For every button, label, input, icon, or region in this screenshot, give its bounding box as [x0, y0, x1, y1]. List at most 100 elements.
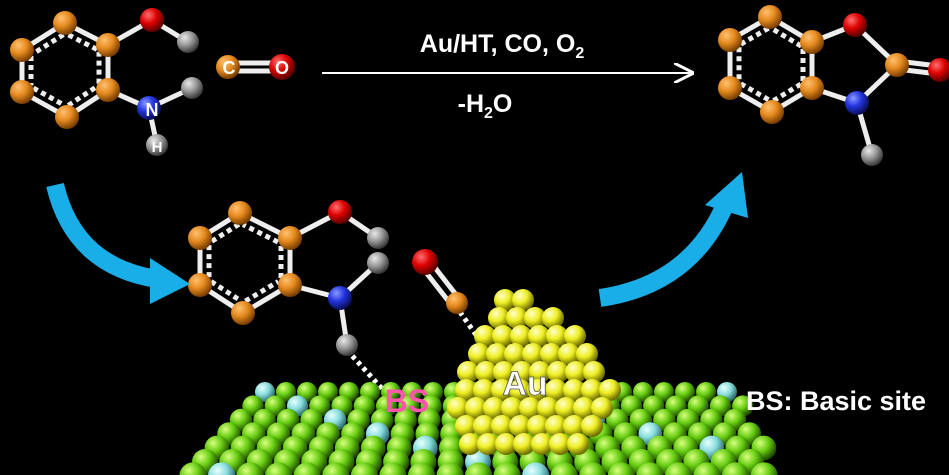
gold-atom — [492, 325, 514, 347]
atom-C — [10, 80, 34, 104]
atom-C — [53, 11, 77, 35]
gold-atom — [527, 379, 549, 401]
atom-C — [188, 226, 212, 250]
gold-atom — [581, 415, 603, 437]
support-atom — [722, 462, 750, 475]
support-atom — [379, 462, 407, 475]
support-atom — [293, 462, 321, 475]
gold-atom — [540, 343, 562, 365]
gold-atom — [491, 415, 513, 437]
atom-O — [269, 54, 295, 80]
basic-site-atom — [522, 462, 550, 475]
atom-H — [367, 252, 389, 274]
gold-atom — [455, 415, 477, 437]
support-atom — [265, 462, 293, 475]
atom-C — [228, 201, 252, 225]
aromatic-bond — [209, 222, 241, 244]
atom-C — [216, 55, 240, 79]
gold-atom — [486, 343, 508, 365]
gold-atom — [522, 343, 544, 365]
support-atom — [350, 462, 378, 475]
atom-C — [446, 292, 468, 314]
atom-label-n: N — [146, 100, 159, 120]
support-atom — [236, 462, 264, 475]
gold-atom — [542, 307, 564, 329]
gold-atom — [504, 343, 526, 365]
atom-label-h: H — [152, 139, 163, 156]
atom-H — [181, 77, 203, 99]
atom-C — [758, 5, 782, 29]
arrowhead-left — [150, 258, 190, 304]
reaction-conditions: Au/HT, CO, O2 — [420, 30, 585, 62]
atom-H — [146, 134, 168, 156]
atom-C — [800, 76, 824, 100]
gold-atom — [529, 361, 551, 383]
aromatic-bond — [32, 85, 67, 108]
gold-atom — [545, 415, 567, 437]
gold-atom — [547, 361, 569, 383]
aromatic-bond — [66, 84, 99, 108]
gold-atom — [447, 397, 469, 419]
aromatic-bond — [241, 222, 280, 245]
gold-atom — [558, 343, 580, 365]
atom-C — [188, 273, 212, 297]
gold-atom — [599, 379, 621, 401]
gold-atom — [537, 397, 559, 419]
gold-atom — [506, 307, 528, 329]
gold-atom — [549, 433, 571, 455]
atom-H — [177, 31, 199, 53]
support-atom — [322, 462, 350, 475]
atom-C — [718, 76, 742, 100]
atom-C — [885, 53, 909, 77]
arrowhead-right — [705, 172, 748, 218]
hydrogen-bond-dotted — [345, 348, 387, 394]
atom-C — [800, 30, 824, 54]
atom-C — [10, 38, 34, 62]
atom-H — [336, 334, 358, 356]
reaction-byproduct: -H2O — [458, 90, 513, 122]
gold-atom — [576, 343, 598, 365]
aromatic-bond — [772, 81, 803, 103]
blue-curved-arrow-left — [46, 182, 167, 289]
support-atom — [579, 462, 607, 475]
gold-atom — [474, 325, 496, 347]
atom-O — [328, 200, 352, 224]
gold-atom — [473, 379, 495, 401]
atom-C — [231, 301, 255, 325]
support-atom — [276, 382, 296, 402]
atom-C — [55, 105, 79, 129]
support-atom — [407, 462, 436, 475]
aromatic-bond — [32, 32, 65, 56]
gold-atom — [528, 325, 550, 347]
gold-atom — [555, 397, 577, 419]
aromatic-bond — [770, 26, 803, 49]
gold-atom — [493, 361, 515, 383]
atom-label-o: O — [275, 58, 289, 78]
blue-curved-arrow-right — [598, 201, 734, 307]
gold-atom — [512, 289, 534, 311]
gold-atom — [563, 415, 585, 437]
gold-atom — [501, 397, 523, 419]
atom-N — [328, 286, 352, 310]
gold-atom — [545, 379, 567, 401]
aromatic-bond — [65, 31, 99, 52]
gold-atom — [581, 379, 603, 401]
gold-atom — [510, 325, 532, 347]
gold-atom — [513, 433, 535, 455]
atom-O — [928, 58, 949, 82]
gold-label: Au — [502, 365, 547, 403]
support-atom — [493, 462, 521, 475]
support-atom — [550, 462, 578, 475]
gold-atom — [477, 433, 499, 455]
atom-H — [861, 144, 883, 166]
gold-atom — [455, 379, 477, 401]
gold-atom — [563, 379, 585, 401]
aromatic-bond — [739, 81, 772, 103]
gold-atom — [524, 307, 546, 329]
gold-atom — [567, 433, 589, 455]
support-atom — [636, 462, 664, 475]
gold-atom — [491, 379, 513, 401]
atoms — [10, 5, 949, 356]
